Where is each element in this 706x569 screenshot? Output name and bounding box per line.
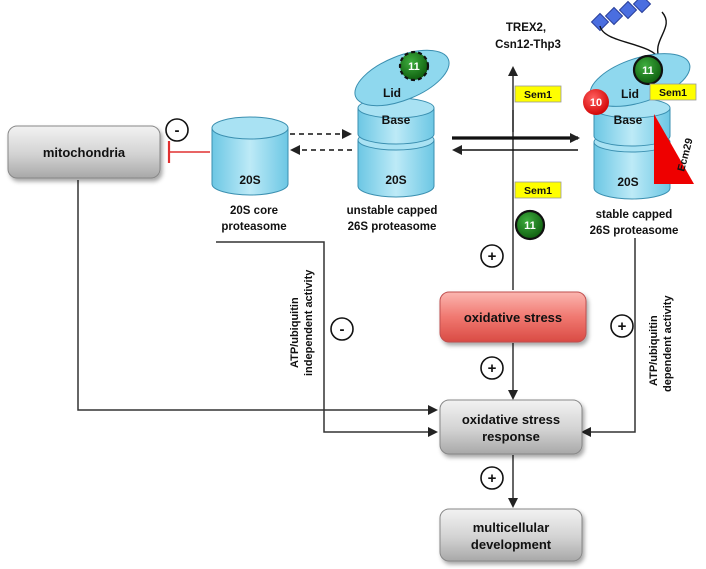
ecm29-label: Ecm29 xyxy=(675,137,695,173)
stable-base-label: Base xyxy=(614,113,643,127)
promote-assembly-sign: + xyxy=(488,248,497,265)
assembly-arrows xyxy=(452,133,580,155)
free-subunit-11-label: 11 xyxy=(524,220,536,232)
stable-subunit-10: 10 xyxy=(590,97,602,109)
dependent-activity-arrow xyxy=(581,238,636,437)
promote-development-sign: + xyxy=(488,470,497,487)
unstable-caption-line1: unstable capped xyxy=(347,205,438,217)
development-label-line1: multicellular xyxy=(473,520,550,535)
unstable-20s-label: 20S xyxy=(385,173,406,187)
independent-line1: ATP/ubiquitin xyxy=(289,297,301,368)
dependent-line1: ATP/ubiquitin xyxy=(648,315,660,386)
connectors xyxy=(77,66,636,508)
dependent-activity-label: ATP/ubiquitin dependent activity xyxy=(648,295,674,392)
sem1-top-label: Sem1 xyxy=(524,89,552,101)
stable-26s-proteasome xyxy=(583,0,697,200)
development-label-line2: development xyxy=(471,537,552,552)
core-20s-proteasome xyxy=(211,116,289,196)
stable-subunit-11: 11 xyxy=(642,65,654,77)
signs: - - + + + + xyxy=(165,118,634,490)
promote-response-stress-sign: + xyxy=(488,360,497,377)
dashed-arrows xyxy=(290,129,352,155)
oxidative-stress-node xyxy=(439,291,587,343)
mitochondria-label: mitochondria xyxy=(43,145,126,160)
mito-to-response-arrow xyxy=(77,180,438,415)
response-label-line1: oxidative stress xyxy=(462,412,560,427)
unstable-26s-proteasome xyxy=(354,49,450,198)
free-subunit-11 xyxy=(514,209,546,241)
promote-response-26s-sign: + xyxy=(618,318,627,335)
core-20s-label: 20S xyxy=(239,173,260,187)
inhibit-response-sign: - xyxy=(340,321,345,338)
stable-lid-label: Lid xyxy=(621,87,639,101)
development-node xyxy=(439,508,583,562)
stable-caption-line1: stable capped xyxy=(596,209,673,221)
stable-caption-line2: 26S proteasome xyxy=(590,225,679,237)
trex2-line1: TREX2, xyxy=(506,22,546,34)
independent-activity-label: ATP/ubiquitin independent activity xyxy=(289,269,315,376)
dependent-line2: dependent activity xyxy=(662,295,674,392)
unstable-caption-line2: 26S proteasome xyxy=(348,221,437,233)
response-label-line2: response xyxy=(482,429,540,444)
response-node xyxy=(439,399,583,455)
sem1-top-tag xyxy=(514,85,562,103)
unstable-subunit-11: 11 xyxy=(408,61,420,73)
trex2-line2: Csn12-Thp3 xyxy=(495,39,561,51)
sem1-mid-label: Sem1 xyxy=(524,185,552,197)
independent-line2: independent activity xyxy=(303,269,315,376)
oxidative-stress-label: oxidative stress xyxy=(464,310,562,325)
stable-20s-label: 20S xyxy=(617,175,638,189)
independent-activity-arrow xyxy=(216,241,438,437)
unstable-lid-label: Lid xyxy=(383,86,401,100)
sem1-mid-tag xyxy=(514,181,562,199)
inhibit-mito-sign: - xyxy=(175,122,180,139)
unstable-base-label: Base xyxy=(382,113,411,127)
core-caption-line1: 20S core xyxy=(230,205,278,217)
mitochondria-node xyxy=(7,125,161,179)
ubiquitin-chain xyxy=(590,0,652,32)
core-caption-line2: proteasome xyxy=(221,221,286,233)
stable-sem1-label: Sem1 xyxy=(659,87,687,99)
inhibition-mito xyxy=(167,141,210,163)
